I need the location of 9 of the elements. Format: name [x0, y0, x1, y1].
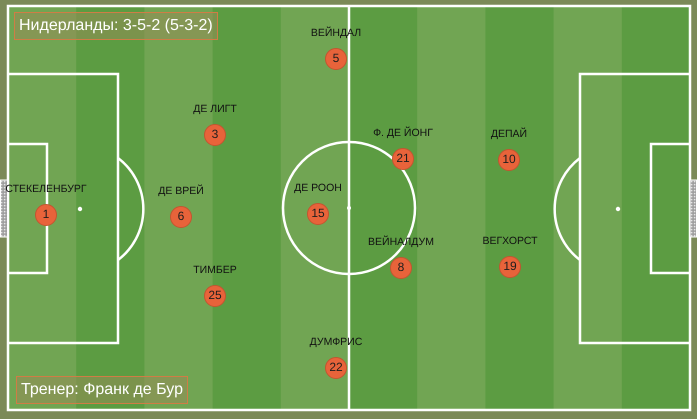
player-name: ВЕГХОРСТ — [482, 235, 538, 248]
player-name: ДЕ ВРЕЙ — [158, 185, 204, 198]
player-name: ДЕПАЙ — [490, 128, 528, 141]
player-name: ДЕ РООН — [294, 182, 342, 195]
formation-title: Нидерланды: 3-5-2 (5-3-2) — [14, 12, 218, 40]
player-name: Ф. ДЕ ЙОНГ — [373, 127, 433, 140]
coach-caption: Тренер: Франк де Бур — [16, 376, 188, 404]
player-name: ТИМБЕР — [193, 264, 237, 277]
player-name: ДЕ ЛИГТ — [193, 103, 237, 116]
